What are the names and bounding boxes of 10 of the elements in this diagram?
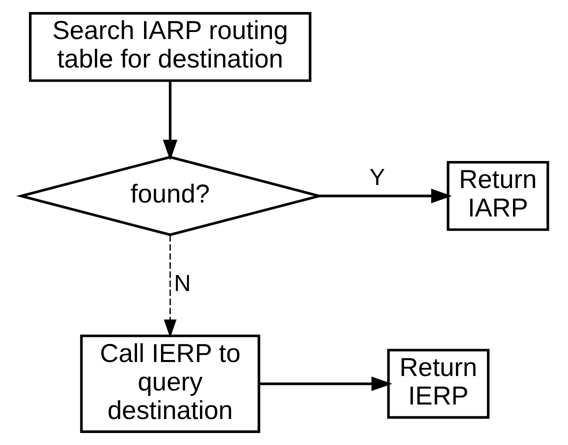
edge-label: Y xyxy=(369,164,384,190)
node-box: Search IARP routing table for destination xyxy=(28,12,311,82)
arrow xyxy=(162,80,177,160)
node-box: Call IERP to query destination xyxy=(80,334,260,434)
arrow xyxy=(163,235,176,338)
edge-label: N xyxy=(174,270,190,296)
arrow xyxy=(318,188,452,204)
node-box: Return IERP xyxy=(386,348,490,419)
node-box: Return IARP xyxy=(446,160,549,231)
arrow xyxy=(258,376,392,392)
